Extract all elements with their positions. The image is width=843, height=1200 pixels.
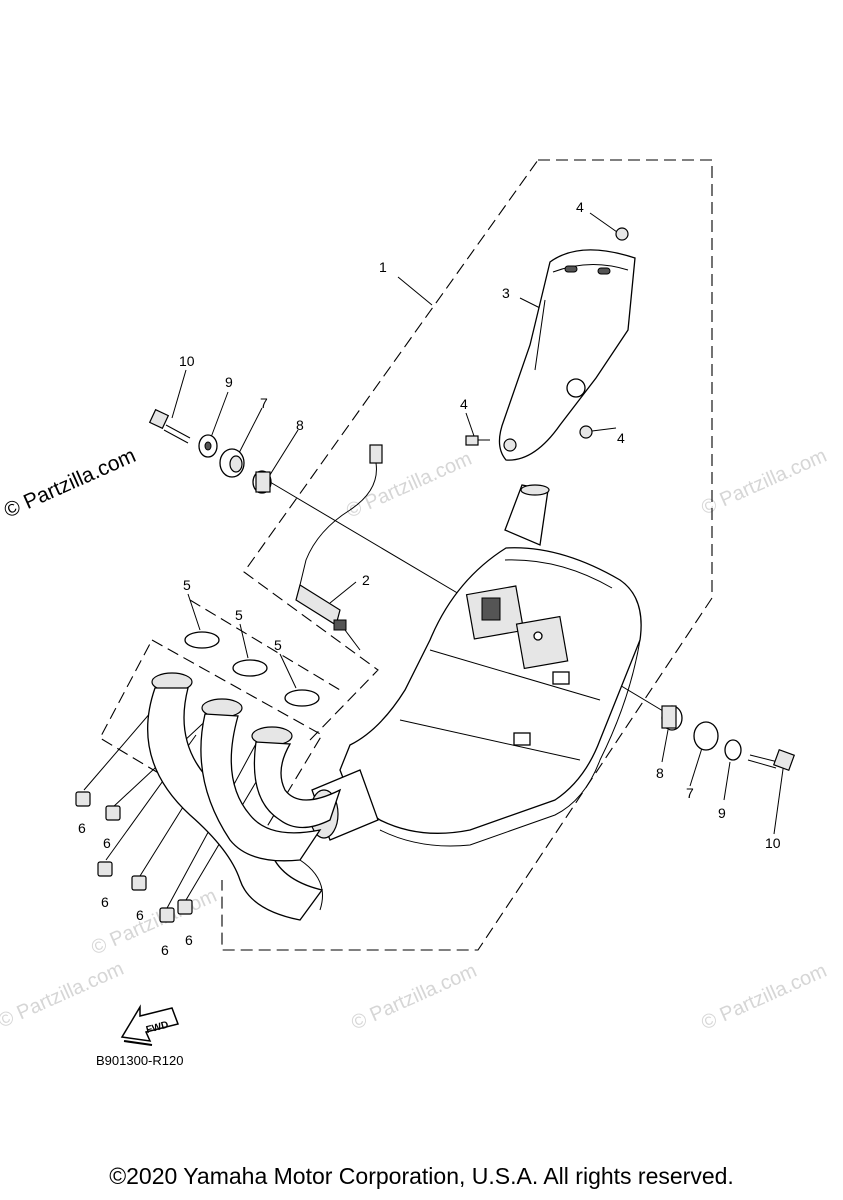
callout-6-b: 6 <box>103 835 111 851</box>
callout-7-left: 7 <box>260 395 268 411</box>
protector-bolt-top <box>615 227 629 241</box>
callout-3: 3 <box>502 285 510 301</box>
nut-4 <box>131 875 147 891</box>
callout-1: 1 <box>379 259 387 275</box>
muffler <box>309 484 642 847</box>
callout-6-d: 6 <box>136 907 144 923</box>
gasket-1 <box>184 631 220 649</box>
callout-5-a: 5 <box>183 577 191 593</box>
watermark-top-center: © Partzilla.com <box>343 448 475 523</box>
callout-7-right: 7 <box>686 785 694 801</box>
o2-sensor <box>295 444 383 651</box>
mount-bolt-left <box>148 408 191 444</box>
fwd-arrow-icon: FWD <box>120 1004 179 1046</box>
callout-10-right: 10 <box>765 835 781 851</box>
callout-8-left: 8 <box>296 417 304 433</box>
gasket-3 <box>284 689 320 707</box>
callout-6-c: 6 <box>101 894 109 910</box>
watermark-bottom-center: © Partzilla.com <box>348 960 480 1035</box>
muffler-assembly-outline <box>221 159 713 951</box>
callout-5-c: 5 <box>274 637 282 653</box>
protector-bolt-right <box>579 425 593 439</box>
collar-left <box>252 470 272 494</box>
heat-protector <box>498 249 636 461</box>
washer-left <box>198 434 218 458</box>
nut-1 <box>75 791 91 807</box>
diagram-code: B901300-R120 <box>96 1053 184 1068</box>
damper-left <box>219 448 245 478</box>
callout-6-e: 6 <box>161 942 169 958</box>
protector-bolt-left <box>465 435 490 446</box>
callout-5-b: 5 <box>235 607 243 623</box>
callout-4-left: 4 <box>460 396 468 412</box>
callout-4-top: 4 <box>576 199 584 215</box>
callout-9-left: 9 <box>225 374 233 390</box>
gasket-group-outline <box>189 599 341 691</box>
washer-right <box>724 739 742 761</box>
callout-10-left: 10 <box>179 353 195 369</box>
collar-right <box>661 705 683 731</box>
watermark-top-right: © Partzilla.com <box>698 445 830 520</box>
callout-9-right: 9 <box>718 805 726 821</box>
watermark-main: © Partzilla.com <box>1 444 140 523</box>
damper-right <box>693 721 719 751</box>
mount-bolt-right <box>747 748 796 772</box>
callout-4-right: 4 <box>617 430 625 446</box>
nut-5 <box>159 907 175 923</box>
callout-8-right: 8 <box>656 765 664 781</box>
watermark-bottom-right: © Partzilla.com <box>698 960 830 1035</box>
callout-6-f: 6 <box>185 932 193 948</box>
callout-6-a: 6 <box>78 820 86 836</box>
copyright-notice: ©2020 Yamaha Motor Corporation, U.S.A. A… <box>109 1163 734 1189</box>
nut-2 <box>105 805 121 821</box>
exhaust-pipes <box>147 672 342 921</box>
callout-2: 2 <box>362 572 370 588</box>
gasket-2 <box>232 659 268 677</box>
nut-6 <box>177 899 193 915</box>
watermark-bottom-left: © Partzilla.com <box>0 958 127 1033</box>
nut-3 <box>97 861 113 877</box>
